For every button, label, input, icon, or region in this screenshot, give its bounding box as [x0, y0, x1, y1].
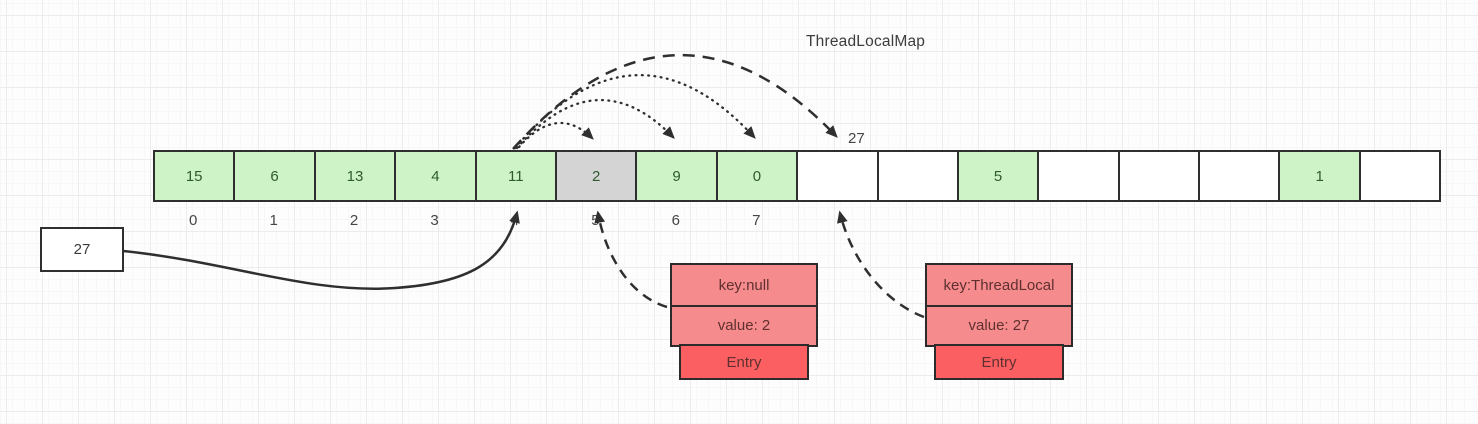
entry-null-value-row: value: 2 [670, 304, 818, 347]
probe-arc-to-slot7 [513, 74, 756, 150]
array-cell-6: 9 [635, 150, 718, 202]
index-label-0: 0 [189, 212, 198, 229]
index-label-7: 7 [752, 212, 761, 229]
index-label-5: 5 [591, 212, 600, 229]
array-cell-9 [876, 150, 959, 202]
array-cell-0: 15 [153, 150, 236, 202]
probe-arc-to-slot5 [517, 121, 594, 149]
array-cell-12 [1117, 150, 1201, 202]
index-label-2: 2 [349, 212, 359, 229]
index-label-6: 6 [671, 212, 681, 229]
index-label-4: 4 [510, 212, 520, 229]
probe-value-box: 27 [40, 227, 124, 272]
hash-array: 15 6 13 4 11 2 9 0 5 1 [153, 150, 1442, 202]
array-cell-3: 4 [394, 150, 477, 202]
entry-null-box: key:null value: 2 Entry [670, 263, 818, 380]
collision-arc-to-slot8 [512, 53, 838, 150]
entry-threadlocal-key-row: key:ThreadLocal [925, 263, 1073, 307]
array-cell-4: 11 [474, 150, 557, 202]
array-cell-13 [1198, 150, 1281, 202]
array-cell-15 [1358, 150, 1442, 202]
diagram-title: ThreadLocalMap [806, 33, 926, 50]
collision-hash-label: 27 [848, 130, 865, 147]
index-labels: 0 1 2 3 4 5 6 7 [153, 212, 797, 229]
array-cell-7: 0 [715, 150, 799, 202]
entry-null-tab: Entry [679, 344, 809, 380]
array-cell-1: 6 [233, 150, 316, 202]
array-cell-2: 13 [313, 150, 397, 202]
array-cell-5: 2 [554, 150, 638, 202]
entry-threadlocal-arrow [837, 210, 925, 319]
array-cell-14: 1 [1278, 150, 1361, 202]
array-cell-11 [1037, 150, 1120, 202]
array-cell-10: 5 [956, 150, 1040, 202]
entry-threadlocal-tab: Entry [934, 344, 1064, 380]
entry-null-key-row: key:null [670, 263, 818, 307]
array-cell-8 [796, 150, 879, 202]
probe-arc-to-slot6 [515, 98, 675, 150]
entry-threadlocal-value-row: value: 27 [925, 304, 1073, 347]
index-label-3: 3 [430, 212, 439, 229]
entry-threadlocal-box: key:ThreadLocal value: 27 Entry [925, 263, 1073, 380]
index-label-1: 1 [269, 212, 278, 229]
